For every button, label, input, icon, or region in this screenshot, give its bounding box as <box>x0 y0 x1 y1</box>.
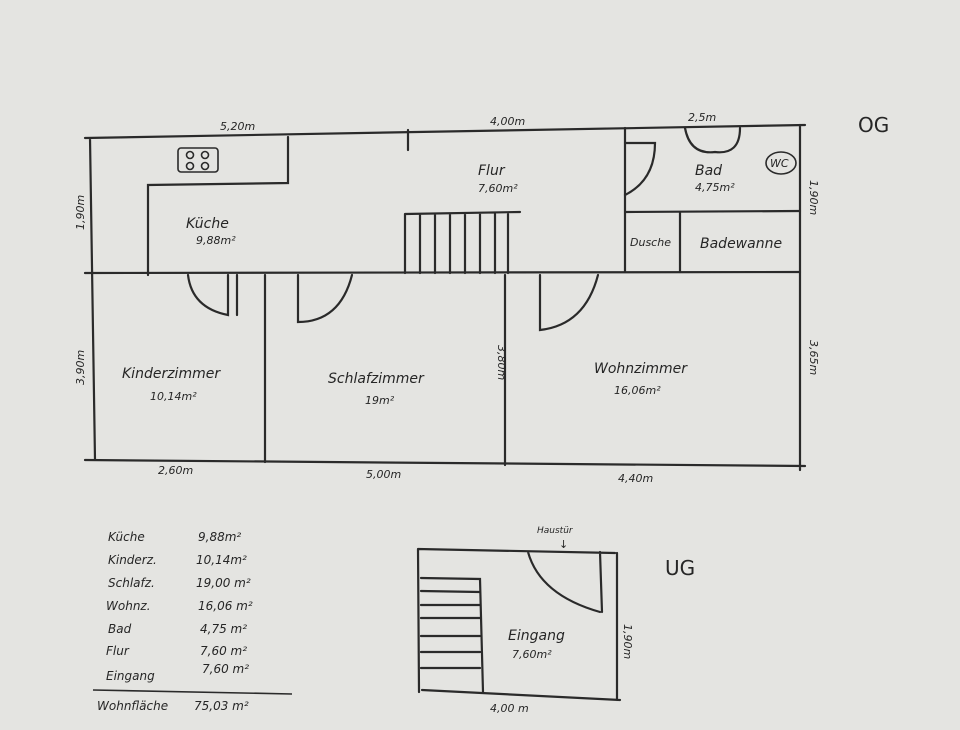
summary-total-value: 75,03 m² <box>194 699 249 713</box>
summary-room: Schlafz. <box>108 576 155 590</box>
haustuer-arrow-icon: ↓ <box>559 538 568 551</box>
room-schlafzimmer-name: Schlafzimmer <box>328 371 425 387</box>
summary-room: Küche <box>108 530 145 544</box>
summary-area: 19,00 m² <box>196 576 251 590</box>
summary-room: Wohnz. <box>106 599 151 613</box>
dim-bottom-mid: 5,00m <box>366 468 401 481</box>
room-eingang-name: Eingang <box>508 628 565 644</box>
summary-room: Kinderz. <box>108 553 157 567</box>
summary-room: Bad <box>108 622 132 636</box>
room-kueche-name: Küche <box>186 216 229 232</box>
room-wohnzimmer-name: Wohnzimmer <box>594 361 688 377</box>
room-bad-name: Bad <box>695 163 722 179</box>
badewanne-label: Badewanne <box>700 236 782 252</box>
summary-area: 4,75 m² <box>200 622 247 636</box>
dim-bottom-left: 2,60m <box>158 464 193 477</box>
dim-bottom-right: 4,40m <box>618 472 653 485</box>
room-eingang-area: 7,60m² <box>512 648 552 661</box>
ug-label: UG <box>665 556 695 580</box>
room-wohnzimmer-area: 16,06m² <box>614 384 661 397</box>
area-summary-table: Küche 9,88m² Kinderz. 10,14m² Schlafz. 1… <box>92 530 293 713</box>
room-flur-name: Flur <box>478 163 506 179</box>
dim-right-upper: 1,90m <box>807 180 820 215</box>
ug-dim-bottom: 4,00 m <box>490 702 529 715</box>
ug-plan <box>416 547 622 702</box>
dim-left-lower: 3,90m <box>74 350 87 385</box>
haustuer-label: Haustür <box>537 526 574 536</box>
summary-room: Flur <box>106 644 130 658</box>
summary-area: 16,06 m² <box>198 599 253 613</box>
ug-dim-right: 1,90m <box>621 624 634 659</box>
dim-mid-vertical: 3,80m <box>495 345 508 380</box>
stove-icon <box>177 147 219 173</box>
room-kueche-area: 9,88m² <box>196 234 236 247</box>
dusche-label: Dusche <box>630 236 671 249</box>
wc-label: WC <box>770 157 789 170</box>
summary-total-label: Wohnfläche <box>97 699 168 713</box>
dim-top-right: 2,5m <box>688 111 716 124</box>
room-bad-area: 4,75m² <box>695 181 735 194</box>
summary-area: 9,88m² <box>198 530 241 544</box>
og-label: OG <box>858 113 889 137</box>
summary-area: 7,60 m² <box>202 662 249 676</box>
og-plan <box>83 123 807 472</box>
dim-top-mid: 4,00m <box>490 115 525 128</box>
room-kinderzimmer-area: 10,14m² <box>150 390 197 403</box>
summary-room: Eingang <box>106 669 155 683</box>
room-flur-area: 7,60m² <box>478 182 518 195</box>
summary-area: 10,14m² <box>196 553 247 567</box>
dim-right-lower: 3,65m <box>807 340 820 375</box>
dim-top-left: 5,20m <box>220 120 255 133</box>
summary-divider <box>92 689 293 695</box>
wc-icon <box>765 151 797 175</box>
room-schlafzimmer-area: 19m² <box>365 394 395 407</box>
summary-area: 7,60 m² <box>200 644 247 658</box>
room-kinderzimmer-name: Kinderzimmer <box>122 366 221 382</box>
dim-left-upper: 1,90m <box>74 195 87 230</box>
